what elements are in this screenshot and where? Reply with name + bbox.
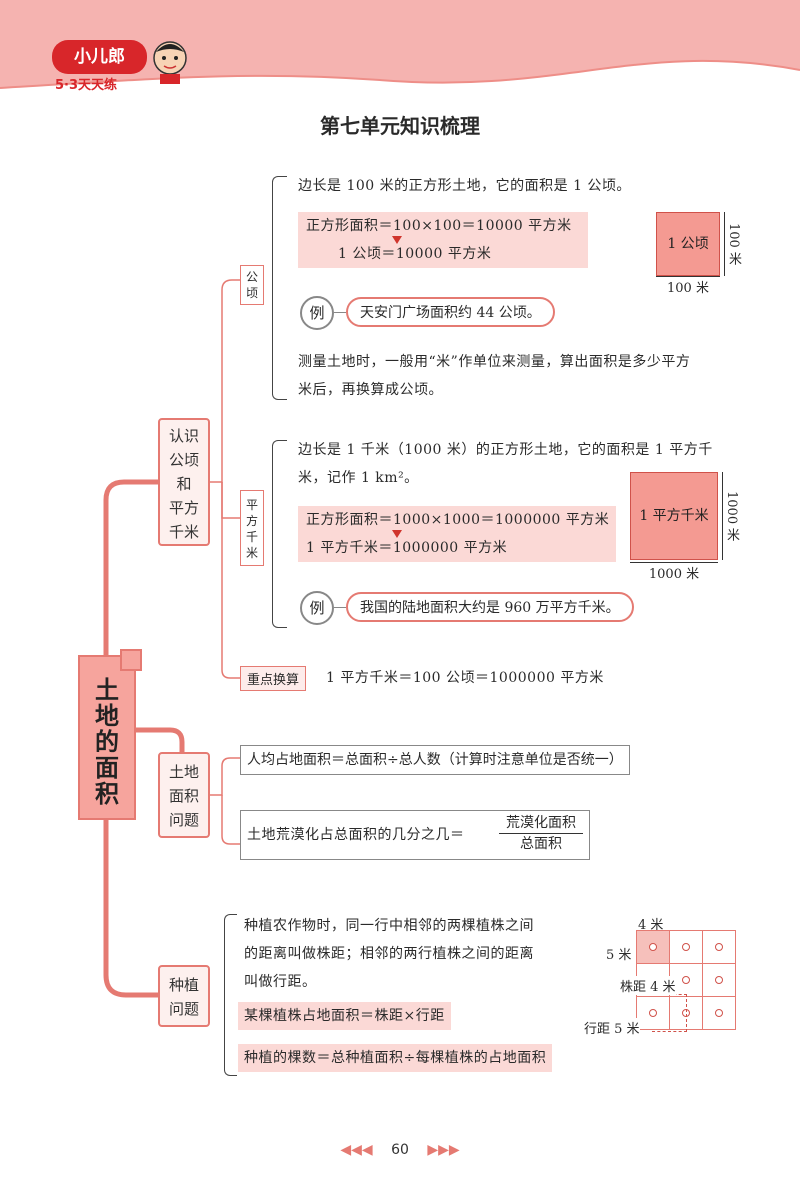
sqkm-formula-2: 1 平方千米＝1000000 平方米: [306, 540, 508, 556]
fraction-numerator: 荒漠化面积: [506, 815, 576, 831]
arrow-left-icon: ◀◀◀: [340, 1142, 373, 1158]
header-band: [0, 0, 800, 89]
subnode-char: 顷: [245, 286, 258, 300]
root-char: 积: [95, 780, 119, 808]
desertification-formula: 土地荒漠化占总面积的几分之几＝ 荒漠化面积 总面积: [240, 810, 590, 860]
key-conversion-text: 1 平方千米＝100 公顷＝1000000 平方米: [326, 670, 604, 686]
root-char: 面: [95, 754, 119, 782]
brand-name: 小儿郎: [74, 47, 125, 67]
key-conversion-tag: 重点换算: [240, 666, 307, 691]
hectare-dim-right: 100 米: [724, 212, 743, 276]
branch-node-hectare-sqkm: 认识 公顷 和 平方 千米: [158, 418, 210, 546]
sqkm-definition-line2: 米，记作 1 km²。: [298, 470, 419, 486]
bracket-square-km: [272, 440, 287, 628]
subnode-square-km: 平 方 千 米: [240, 490, 264, 566]
branch-label-line: 公顷: [168, 451, 199, 469]
root-char: 的: [95, 728, 119, 756]
hectare-formula-box: 正方形面积＝100×100＝10000 平方米 1 公顷＝10000 平方米: [298, 212, 588, 268]
branch-label-line: 平方: [168, 499, 199, 517]
hectare-formula-2: 1 公顷＝10000 平方米: [338, 246, 492, 262]
sqkm-dim-right: 1000 米: [722, 472, 741, 560]
branch-label-line: 问题: [168, 1000, 199, 1018]
example-tag-sqkm: 例: [300, 591, 334, 625]
fraction: 荒漠化面积 总面积: [499, 813, 583, 854]
hectare-square: 1 公顷: [656, 212, 720, 276]
page-number: 60: [391, 1142, 409, 1158]
page-title: 第七单元知识梳理: [320, 114, 480, 138]
bracket-hectare: [272, 176, 287, 400]
sqkm-definition-line1: 边长是 1 千米（1000 米）的正方形土地，它的面积是 1 平方千: [298, 442, 713, 458]
hectare-square-label: 1 公顷: [667, 236, 709, 252]
example-connector: [334, 607, 346, 608]
arrow-right-icon: ▶▶▶: [427, 1142, 460, 1158]
sqkm-square: 1 平方千米: [630, 472, 718, 560]
brand-subtitle: 5·3天天练: [55, 78, 118, 93]
brand-logo: 小儿郎: [52, 40, 147, 74]
arrow-down-icon: [392, 530, 402, 538]
hectare-formula-1: 正方形面积＝100×100＝10000 平方米: [306, 218, 572, 234]
root-char: 地: [95, 702, 119, 730]
branch-node-planting-problems: 种植 问题: [158, 965, 210, 1027]
branch-label-line: 土地: [168, 763, 199, 781]
mascot-icon: [150, 38, 190, 84]
row-spacing-label-zhuju: 株距 4 米: [620, 976, 676, 995]
planting-definition-line3: 叫做行距。: [244, 974, 317, 990]
grid-left-label: 5 米: [606, 948, 632, 963]
subnode-char: 方: [245, 514, 258, 528]
hectare-note-line2: 米后，再换算成公顷。: [298, 382, 443, 398]
subnode-char: 平: [245, 498, 258, 512]
grid-top-label: 4 米: [638, 918, 664, 933]
per-capita-formula: 人均占地面积＝总面积÷总人数（计算时注意单位是否统一）: [240, 745, 630, 775]
branch-label-line: 千米: [168, 523, 199, 541]
root-char: 土: [95, 676, 119, 704]
sqkm-dim-bottom: 1000 米: [630, 562, 718, 582]
branch-node-land-area-problems: 土地 面积 问题: [158, 752, 210, 838]
subnode-hectare: 公 顷: [240, 265, 264, 305]
example-connector: [334, 312, 346, 313]
sqkm-formula-1: 正方形面积＝1000×1000＝1000000 平方米: [306, 512, 610, 528]
fraction-denominator: 总面积: [520, 836, 562, 852]
sqkm-formula-box: 正方形面积＝1000×1000＝1000000 平方米 1 平方千米＝10000…: [298, 506, 616, 562]
subnode-char: 米: [245, 546, 258, 560]
desertification-left: 土地荒漠化占总面积的几分之几＝: [247, 827, 465, 843]
hectare-dim-bottom: 100 米: [656, 276, 720, 296]
subnode-char: 公: [245, 270, 258, 284]
example-hectare: 天安门广场面积约 44 公顷。: [346, 297, 555, 327]
sqkm-square-label: 1 平方千米: [639, 508, 709, 524]
planting-definition-line1: 种植农作物时，同一行中相邻的两棵植株之间: [244, 918, 534, 934]
branch-label-line: 认识: [168, 427, 199, 445]
branch-label-line: 和: [176, 475, 192, 493]
branch-label-line: 面积: [168, 787, 199, 805]
plant-area-formula: 某棵植株占地面积＝株距×行距: [238, 1002, 451, 1030]
example-tag-hectare: 例: [300, 296, 334, 330]
branch-label-line: 问题: [168, 811, 199, 829]
bracket-planting: [224, 914, 237, 1076]
hectare-definition: 边长是 100 米的正方形土地，它的面积是 1 公顷。: [298, 178, 631, 194]
spacing-indicator: [652, 994, 687, 1032]
root-corner-tab: [120, 649, 142, 671]
planting-definition-line2: 的距离叫做株距；相邻的两行植株之间的距离: [244, 946, 534, 962]
example-sqkm: 我国的陆地面积大约是 960 万平方千米。: [346, 592, 634, 622]
root-node-land-area: 土 地 的 面 积: [78, 649, 142, 820]
row-spacing-label-hangju: 行距 5 米: [584, 1018, 640, 1037]
arrow-down-icon: [392, 236, 402, 244]
hectare-note-line1: 测量土地时，一般用“米”作单位来测量，算出面积是多少平方: [298, 354, 691, 370]
plant-count-formula: 种植的棵数＝总种植面积÷每棵植株的占地面积: [238, 1044, 553, 1072]
page-footer: ◀◀◀ 60 ▶▶▶: [0, 1142, 800, 1158]
branch-label-line: 种植: [168, 976, 199, 994]
subnode-char: 千: [245, 530, 258, 544]
